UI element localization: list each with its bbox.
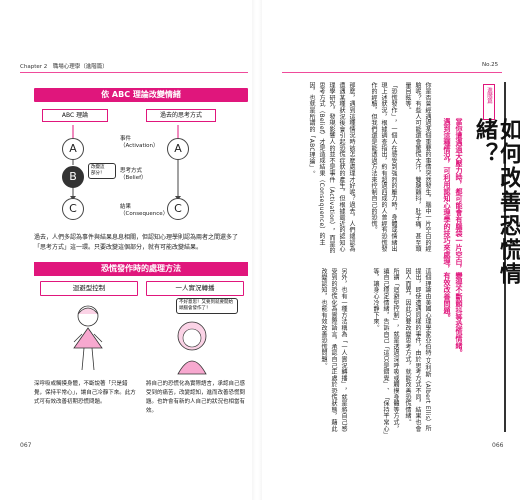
avoidance-description: 深呼吸或觸摸身體，不斷說著「只是錯覺，保持平常心」，讓自己冷靜下來。此方式可有效… <box>34 381 136 405</box>
calm-woman-illustration <box>73 305 103 371</box>
chapter-header: Chapter 2 職場心理學（進階篇） <box>20 64 108 70</box>
self-commentary-box: 一人實況轉播 <box>146 281 244 296</box>
abc-explanation: 過去，人們多認為事件與結果息息相關，但認知心理學則認為兩者之間還多了「思考方式」… <box>34 234 239 251</box>
level-tag: 進階篇 <box>483 84 495 120</box>
right-page: No.25 進階篇 如何改善恐慌情緒？ 當你遭遇過大壓力時，都可能會有腦袋一片空… <box>262 0 520 500</box>
entry-number: No.25 <box>482 62 499 68</box>
panic-section-title: 恐慌發作時的處理方法 <box>34 262 248 276</box>
body-column-4: 這個理論由美國心理學家亞伯特·艾利斯（Albert Ellis）所提出，即使遭遇… <box>404 268 431 432</box>
result-label: 結果 （Consequence） <box>120 204 169 217</box>
body-column-2: 「恐慌發作」，一個人在感受到強烈的壓力時，身體或情緒出現上述狀況，根據調查指出，… <box>370 82 397 253</box>
header-rule <box>20 72 248 73</box>
belief-label: 思考方式 （Belief） <box>120 168 147 181</box>
abc-section-title: 依 ABC 理論改變情緒 <box>34 88 248 102</box>
body-column-6: 另外，也有一種方法稱為「一人實況轉播」，就是將自己感受到的恐慌化為實際語言，承認… <box>320 268 347 432</box>
title-rule <box>504 82 506 432</box>
event-label: 事件 （Activation） <box>120 136 159 149</box>
page-title: 如何改善恐慌情緒？ <box>472 118 520 286</box>
speech-bubble: 不好意思！又要到就要開始頭腦會發作了！ <box>176 298 238 314</box>
subtitle-line-1: 當你遭遇過大壓力時，都可能會有腦袋一片空白，變得不斷顫抖等恐慌情緒。 <box>455 118 463 356</box>
body-column-5: 所謂「迴避型控制」，就是透過深呼吸或觸摸身體等方式，讓自己穩定情緒，告訴自己「這… <box>372 268 399 436</box>
circle-b: B <box>62 166 84 188</box>
past-thinking-box: 過去的思考方式 <box>146 109 216 122</box>
abc-theory-box: ABC 理論 <box>42 109 108 122</box>
body-column-1: 你是否曾經遇過某個重要的事情突然發生，腦中一片空白的經驗呢？有些人可能還會驚慌大… <box>404 82 431 253</box>
circle-c-right: C <box>167 198 189 220</box>
speaking-woman-illustration <box>177 321 207 375</box>
body-column-3: 那麼，遇到這種情況時該怎麼處理才好呢？過去，人們總認為遭遇某種狀況後會引起恐慌症… <box>308 82 355 254</box>
subtitle-line-2: 遇到這種情況，可利用認知心理學的技巧來處理，有效改善問題。 <box>443 118 451 321</box>
circle-c-left: C <box>62 198 84 220</box>
avoidance-control-box: 迴避型控制 <box>40 281 138 296</box>
change-bubble: 改變這 部分！ <box>88 163 116 179</box>
circle-a-left: A <box>62 138 84 160</box>
commentary-description: 將自己的恐慌化為實際語言，承認自己感受到的痛苦，改變認知，進而改善恐慌問題。也許… <box>146 381 246 414</box>
right-header-rule <box>282 72 502 73</box>
left-page-number: 067 <box>20 442 32 449</box>
circle-a-right: A <box>167 138 189 160</box>
gutter <box>252 0 262 500</box>
left-page: Chapter 2 職場心理學（進階篇） 依 ABC 理論改變情緒 ABC 理論… <box>0 0 252 500</box>
right-page-number: 066 <box>492 442 504 449</box>
